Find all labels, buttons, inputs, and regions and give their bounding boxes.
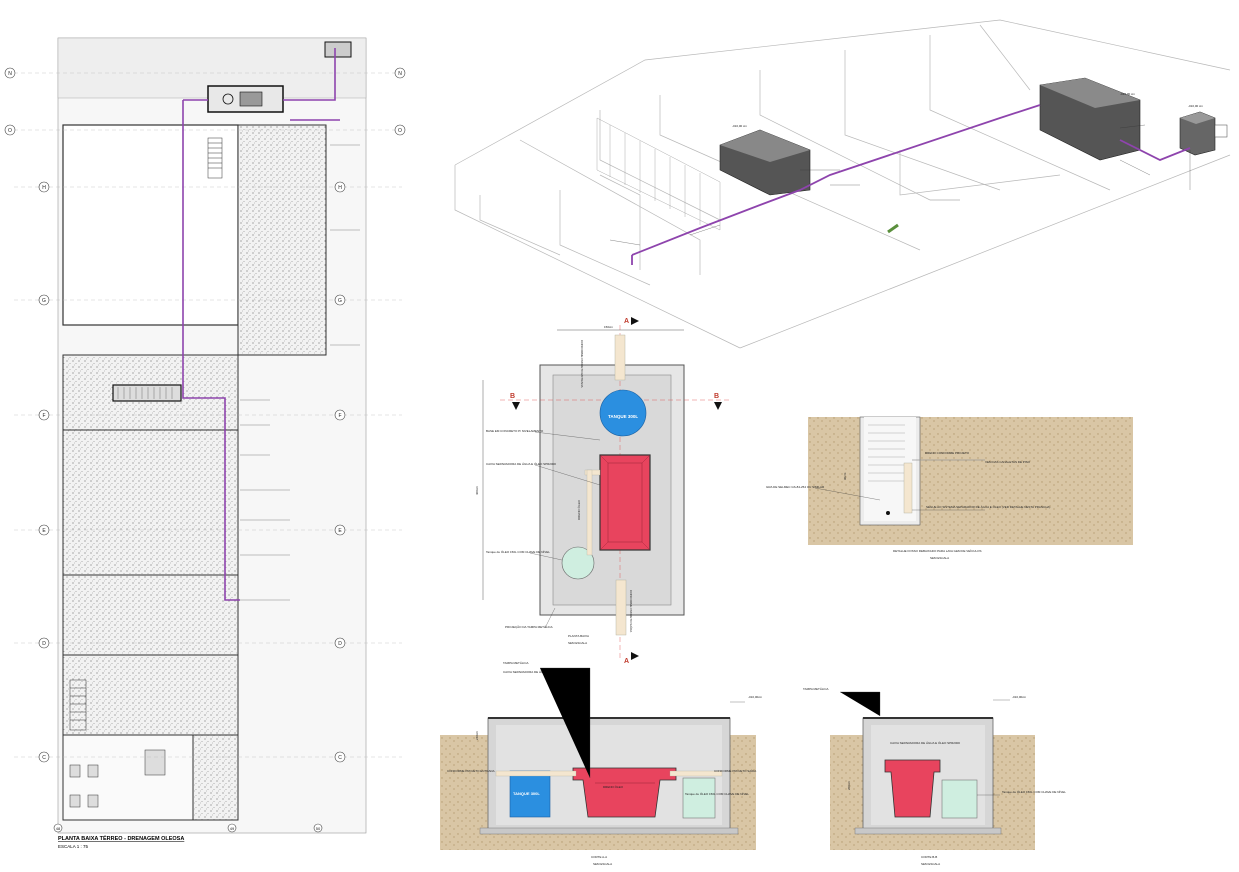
separator-plan-detail	[482, 317, 730, 660]
floor-plan: N N O O H H G G F F E E D D C C 48 49 50	[4, 37, 406, 849]
iso-level-2: -010,00 cm	[1120, 92, 1136, 96]
oil-drain-pipe-plan	[182, 48, 340, 601]
aa-tank-label: TANQUE 300L	[513, 791, 540, 796]
plan-drain-label: DRENO ÓLEO	[576, 499, 581, 520]
aa-out-label: CONFORME PROJETO SAÍDA	[714, 769, 756, 773]
grid-label-h: H	[42, 185, 46, 191]
section-mark-a-bottom: A	[624, 658, 629, 665]
section-aa	[440, 717, 756, 850]
grid-label-o-right: O	[398, 128, 402, 134]
grid-label-g-right: G	[338, 298, 342, 304]
pit-caption-scale: SEM ESCALA	[930, 556, 949, 560]
oil-drain-pipe-isometric	[631, 104, 1191, 265]
aa-oil-tank-label: Tanque de ÓLEO 150L COM CHAVE DE NÍVEL	[685, 791, 749, 796]
aa-lid-label: TAMPA METÁLICA	[503, 661, 529, 665]
wash-pit-plan	[112, 384, 182, 402]
section-mark-b-right: B	[714, 393, 719, 400]
oil-tank-section-bb	[941, 779, 978, 819]
pit-segue-label: SEGUE AO SISTEMA SEPARADOR DE ÁGUA E ÓLE…	[926, 504, 1050, 509]
grid-label-n-right: N	[398, 71, 402, 77]
section-mark-a-top: A	[624, 318, 629, 325]
aa-in-label: CONFORME PROJETO ENTRADA	[447, 769, 495, 773]
pit-dreno-label: DRENO CONFORME PROJETO	[925, 451, 970, 455]
pit-caption: DETALHE FOSSO REBAIXADO PARA LAVA GEM DE…	[893, 549, 981, 553]
pit-vem-label: VEM DAS CANALETAS DE PISO	[985, 460, 1031, 464]
grid-label-o: O	[8, 128, 12, 134]
pit-grelha-label: GRA DE SELMEC GS-84-254 OU SIMILAR	[766, 485, 825, 489]
plan-caption: PLANTA BAIXA	[568, 634, 589, 638]
grid-label-e-right: E	[338, 528, 342, 534]
plan-oil-tank-label: Tanque de ÓLEO 150L COM CHAVE DE NÍVEL	[486, 549, 550, 554]
plan-conform-bottom: CONFORME PROJETO SAÍDA	[629, 590, 633, 632]
bb-caption-scale: SEM ESCALA	[921, 862, 940, 866]
bb-dim: 200cm	[847, 780, 851, 790]
aa-dim: 240cm	[475, 730, 479, 740]
bb-oil-tank-label: Tanque de ÓLEO 150L COM CHAVE DE NÍVEL	[1002, 789, 1066, 794]
oil-tank-plan	[561, 546, 595, 580]
grid-label-e: E	[42, 528, 46, 534]
grid-label-d: D	[42, 641, 46, 647]
plan-dim-top: 150cm	[604, 325, 614, 329]
isometric-view	[454, 19, 1231, 349]
oil-tank-section-aa	[682, 777, 716, 819]
separator-box-plan	[599, 454, 651, 551]
aa-caption: CORTE A-A	[591, 855, 607, 859]
aa-level: -010,00cm	[748, 695, 763, 699]
plan-separator-label: CAIXA SEPARADORA DE ÁGUA E ÓLEO SPR2000	[486, 461, 556, 466]
section-bb	[830, 717, 1035, 850]
grid-label-f-right: F	[338, 413, 341, 419]
iso-level-3: -010,00 cm	[1188, 104, 1204, 108]
section-mark-b-left: B	[510, 393, 515, 400]
bb-level: -010,00cm	[1012, 695, 1027, 699]
pit-detail	[808, 416, 1133, 545]
plan-tank-label: TANQUE 300L	[608, 414, 638, 419]
bb-separator-label: CAIXA SEPARADORA DE ÁGUA E ÓLEO SPR2000	[890, 740, 960, 745]
aa-separator-label: CAIXA SEPARADORA DE ÁGUA E ÓLEO SPR2000	[503, 669, 573, 674]
plan-title: PLANTA BAIXA TÉRREO - DRENAGEM OLEOSA	[58, 834, 184, 842]
grid-label-c: C	[42, 755, 46, 761]
iso-level-1: -010,00 cm	[732, 124, 748, 128]
grid-label-c-right: C	[338, 755, 342, 761]
plan-caption-scale: SEM ESCALA	[568, 641, 587, 645]
grid-label-f: F	[42, 413, 45, 419]
aa-drain-label: DRENO ÓLEO	[603, 784, 624, 789]
grid-label-n: N	[8, 71, 12, 77]
tank-300l-plan	[599, 389, 647, 437]
plan-lid-projection-label: PROJEÇÃO DA TAMPA METÁLICA	[505, 624, 553, 629]
grid-label-g: G	[42, 298, 46, 304]
plan-base-label: BASE EM CONCRETO P/ NIVELAMENTO	[486, 429, 544, 433]
bb-lid-label: TAMPA METÁLICA	[803, 687, 829, 691]
grid-label-d-right: D	[338, 641, 342, 647]
plan-scale: ESCALA 1 : 75	[58, 844, 89, 849]
grid-label-49: 49	[230, 826, 235, 831]
bb-caption: CORTE B-B	[921, 855, 937, 859]
separator-box-section-bb	[884, 759, 941, 818]
plan-dim-side: 400cm	[475, 485, 479, 495]
pit-dim: 90cm	[843, 472, 847, 480]
aa-caption-scale: SEM ESCALA	[593, 862, 612, 866]
grid-label-h-right: H	[338, 185, 342, 191]
isometric-equipment	[719, 77, 1228, 234]
grid-label-48: 48	[56, 826, 61, 831]
plan-conform-top: CONFORME PROJETO ENTRADA	[580, 340, 584, 388]
grid-label-50: 50	[316, 826, 321, 831]
